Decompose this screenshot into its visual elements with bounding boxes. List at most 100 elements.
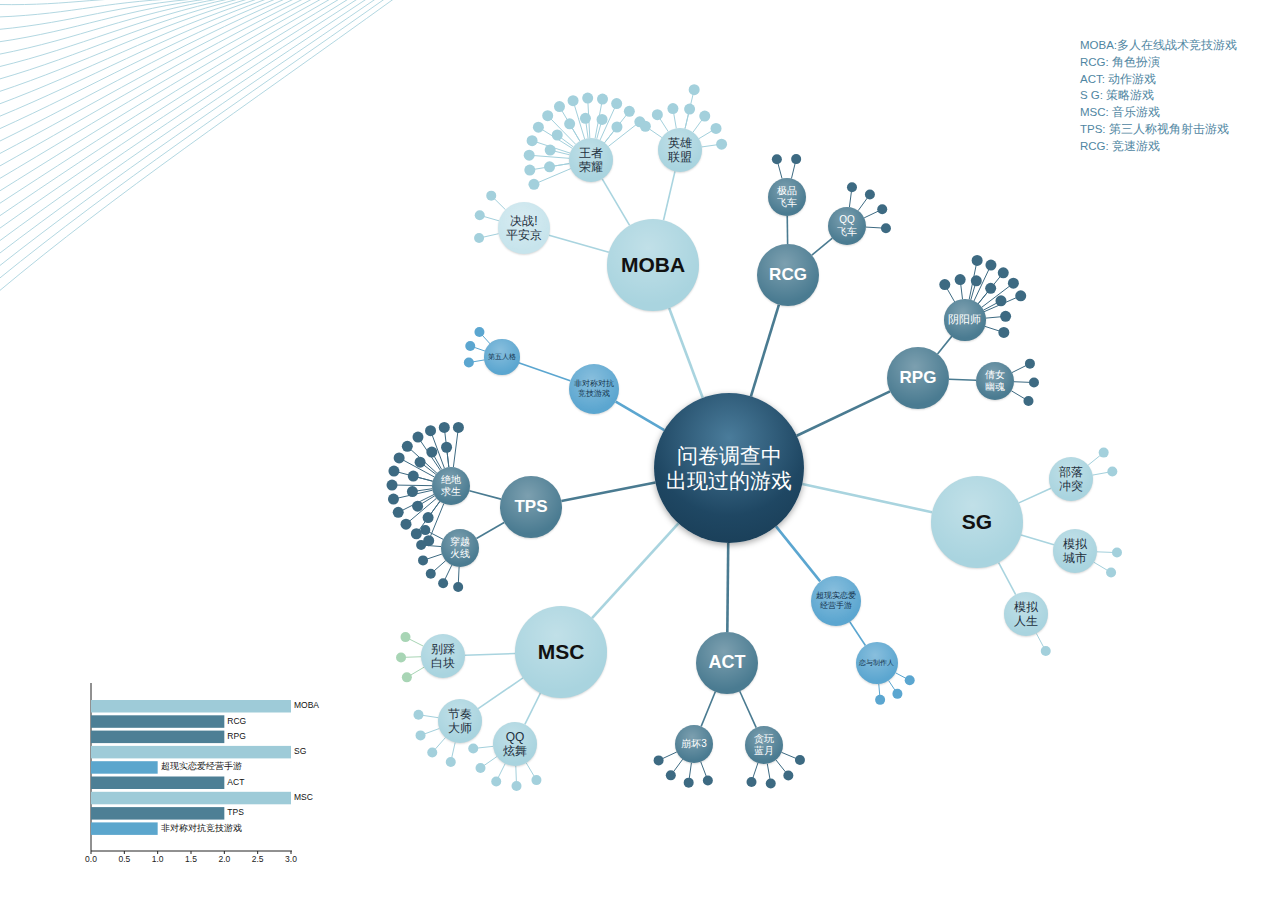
leaf-dot <box>531 775 541 785</box>
leaf-stem <box>969 260 977 299</box>
leaf-dot <box>654 755 664 765</box>
leaf-dot <box>666 770 676 780</box>
leaf-dot <box>475 210 485 220</box>
legend-note: MSC: 音乐游戏 <box>1080 106 1160 119</box>
wave-line <box>0 0 215 42</box>
wave-line <box>0 0 233 67</box>
leaf-dot <box>1029 378 1039 388</box>
connector-line <box>850 622 866 645</box>
node-label: 别踩 白块 <box>431 642 455 671</box>
leaf-dot <box>453 582 463 592</box>
wave-line <box>0 0 296 155</box>
leaf-dot <box>426 569 436 579</box>
bar-label: MOBA <box>294 702 319 711</box>
bar-label: MSC <box>294 793 313 802</box>
connector-line <box>1021 535 1054 545</box>
wave-line <box>0 0 314 180</box>
leaf-dot <box>396 652 406 662</box>
bar-label: RCG <box>227 717 246 726</box>
connector-line <box>776 526 820 581</box>
node-label: 非对称对抗 竞技游戏 <box>574 379 614 398</box>
leaf-stem <box>600 104 617 140</box>
wave-line <box>0 0 350 230</box>
leaf-dot <box>1041 646 1051 656</box>
leaf-stem <box>406 498 437 524</box>
category-circle: MSC <box>515 606 607 698</box>
leaf-dot <box>791 154 801 164</box>
leaf-dot <box>400 519 411 530</box>
legend-note: RCG: 竞速游戏 <box>1080 140 1160 153</box>
wave-line <box>0 0 377 267</box>
node-label: 穿越 火线 <box>450 536 470 560</box>
axis-tick <box>291 851 292 854</box>
node-label: 阴阳师 <box>948 313 981 326</box>
leaf-dot <box>542 110 553 121</box>
leaf-dot <box>985 260 996 271</box>
leaf-dot <box>394 452 405 463</box>
node-label: 超现实恋爱 经营手游 <box>816 591 856 610</box>
wave-line <box>0 0 359 242</box>
wave-line <box>0 0 260 105</box>
bar <box>91 731 224 744</box>
leaf-stem <box>538 127 572 148</box>
connector-line <box>476 523 504 539</box>
node-label: RPG <box>900 368 937 388</box>
game-circle: 崩坏3 <box>675 725 713 763</box>
connector-line <box>701 692 715 727</box>
leaf-dot <box>998 327 1009 338</box>
axis-tick <box>191 851 192 854</box>
connector-line <box>469 491 501 499</box>
leaf-dot <box>998 267 1009 278</box>
bar-label: SG <box>294 747 306 756</box>
connector-line <box>1019 488 1051 503</box>
leaf-dot <box>699 111 710 122</box>
leaf-stem <box>418 437 440 470</box>
leaf-dot <box>1112 548 1122 558</box>
leaf-dot <box>416 540 426 550</box>
leaf-stem <box>453 427 458 467</box>
leaf-dot <box>554 101 565 112</box>
game-circle: 别踩 白块 <box>421 634 465 678</box>
node-label: 英雄 联盟 <box>668 136 692 165</box>
node-label: 决战! 平安京 <box>506 214 542 243</box>
leaf-dot <box>474 233 484 243</box>
leaf-dot <box>446 757 456 767</box>
node-label: MOBA <box>621 252 685 277</box>
wave-line <box>0 0 395 292</box>
leaf-dot <box>667 103 678 114</box>
game-circle: 部落 冲突 <box>1049 457 1093 501</box>
leaf-dot <box>783 770 793 780</box>
node-label: 恋与制作人 <box>859 659 894 667</box>
node-label: QQ 炫舞 <box>503 730 527 759</box>
node-label: MSC <box>538 639 585 664</box>
connector-line <box>602 179 629 225</box>
node-label: 问卷调查中 出现过的游戏 <box>666 443 792 493</box>
leaf-dot <box>955 274 966 285</box>
leaf-dot <box>703 775 713 785</box>
leaf-dot <box>597 94 608 105</box>
leaf-dot <box>684 778 694 788</box>
leaf-dot <box>453 422 464 433</box>
game-circle: 王者 荣耀 <box>569 138 613 182</box>
node-label: 贪玩 蓝月 <box>754 733 774 757</box>
game-circle: 模拟 人生 <box>1004 592 1048 636</box>
game-circle: 第五人格 <box>484 339 519 374</box>
wave-line <box>0 0 323 192</box>
wave-line <box>0 0 206 30</box>
bar-label: RPG <box>227 732 245 741</box>
leaf-dot <box>512 781 522 791</box>
game-circle: 英雄 联盟 <box>658 128 702 172</box>
category-circle: ACT <box>696 632 758 694</box>
leaf-dot <box>412 432 423 443</box>
leaf-dot <box>865 189 875 199</box>
bar-label: TPS <box>227 809 244 818</box>
leaf-dot <box>476 763 486 773</box>
node-label: SG <box>962 509 992 534</box>
wave-line <box>0 0 197 17</box>
leaf-dot <box>413 710 423 720</box>
legend-note: TPS: 第三人称视角射击游戏 <box>1080 123 1229 136</box>
category-circle: 超现实恋爱 经营手游 <box>811 576 861 626</box>
bar <box>91 761 158 774</box>
leaf-dot <box>716 139 727 150</box>
